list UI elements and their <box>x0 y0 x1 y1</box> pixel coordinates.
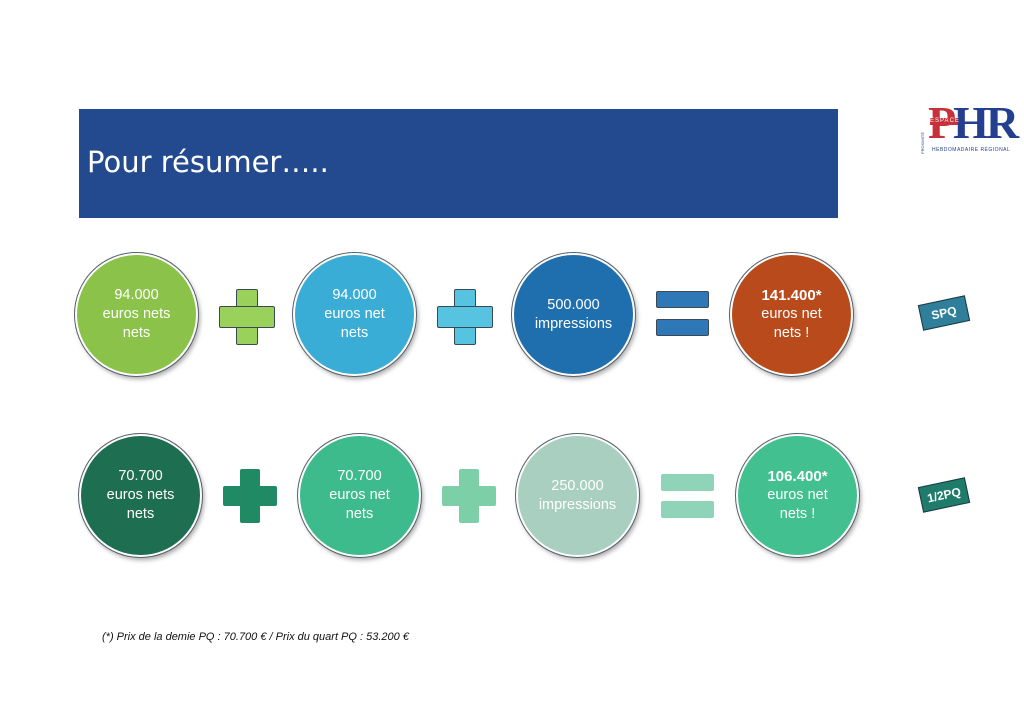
row2-plus-sign-2 <box>442 469 496 523</box>
equals-bar-bottom <box>661 501 714 518</box>
plus-horizontal <box>442 486 496 506</box>
page-title: Pour résumer….. <box>87 145 329 179</box>
row1-equals-sign <box>656 291 709 339</box>
circle-value: 70.700 <box>118 468 163 484</box>
row2-circle-price-1: 70.700 euros nets nets <box>79 434 202 557</box>
circle-line: euros nets <box>102 306 171 322</box>
title-banner: Pour résumer….. <box>79 109 838 218</box>
plus-horizontal <box>219 306 275 328</box>
row2-plus-sign-1 <box>223 469 277 523</box>
circle-line: impressions <box>538 496 617 513</box>
circle-line: nets <box>126 506 155 522</box>
plus-horizontal <box>223 486 277 506</box>
circle-value: 250.000 <box>551 477 604 494</box>
row2-equals-sign <box>661 474 714 520</box>
row1-circle-total: 141.400* euros net nets ! <box>730 253 853 376</box>
row2-circle-price-2: 70.700 euros net nets <box>298 434 421 557</box>
equals-bar-bottom <box>656 319 709 336</box>
circle-line: euros net <box>329 487 390 503</box>
circle-value: 94.000 <box>114 287 159 303</box>
row2-circle-total: 106.400* euros net nets ! <box>736 434 859 557</box>
row1-circle-price-2: 94.000 euros net nets <box>293 253 416 376</box>
circle-line: nets ! <box>773 325 810 341</box>
logo-small-word: ESPACE <box>930 118 960 125</box>
circle-value: 94.000 <box>332 287 377 303</box>
equals-bar-top <box>661 474 714 491</box>
plus-horizontal <box>437 306 493 328</box>
logo-tagline: HEBDOMADAIRE RÉGIONAL <box>932 147 1011 153</box>
circle-line: nets ! <box>779 506 816 522</box>
phr-logo: PHR ESPACE HEBDOMADAIRE RÉGIONAL PROXIMI… <box>918 98 1019 160</box>
row1-plus-sign-1 <box>219 289 275 345</box>
row2-circle-impressions: 250.000 impressions <box>516 434 639 557</box>
circle-line: nets <box>345 506 374 522</box>
circle-value: 70.700 <box>337 468 382 484</box>
equals-bar-top <box>656 291 709 308</box>
circle-total-value: 106.400* <box>767 468 828 485</box>
circle-line: impressions <box>534 315 613 332</box>
circle-line: euros nets <box>106 487 175 503</box>
row1-circle-price-1: 94.000 euros nets nets <box>75 253 198 376</box>
circle-total-value: 141.400* <box>761 287 822 304</box>
circle-value: 500.000 <box>547 296 600 313</box>
circle-line: euros net <box>324 306 385 322</box>
logo-side-text: PROXIMITÉ <box>920 132 925 155</box>
circle-line: euros net <box>761 306 822 322</box>
row1-format-label: SPQ <box>917 295 971 331</box>
logo-letters: PHR <box>928 97 1019 148</box>
row1-circle-impressions: 500.000 impressions <box>512 253 635 376</box>
row2-format-label: 1/2PQ <box>917 477 971 513</box>
footnote: (*) Prix de la demie PQ : 70.700 € / Pri… <box>102 631 409 643</box>
row1-plus-sign-2 <box>437 289 493 345</box>
circle-line: euros net <box>767 487 828 503</box>
logo-letters-hr: HR <box>953 97 1019 148</box>
circle-line: nets <box>340 325 369 341</box>
circle-line: nets <box>122 325 151 341</box>
